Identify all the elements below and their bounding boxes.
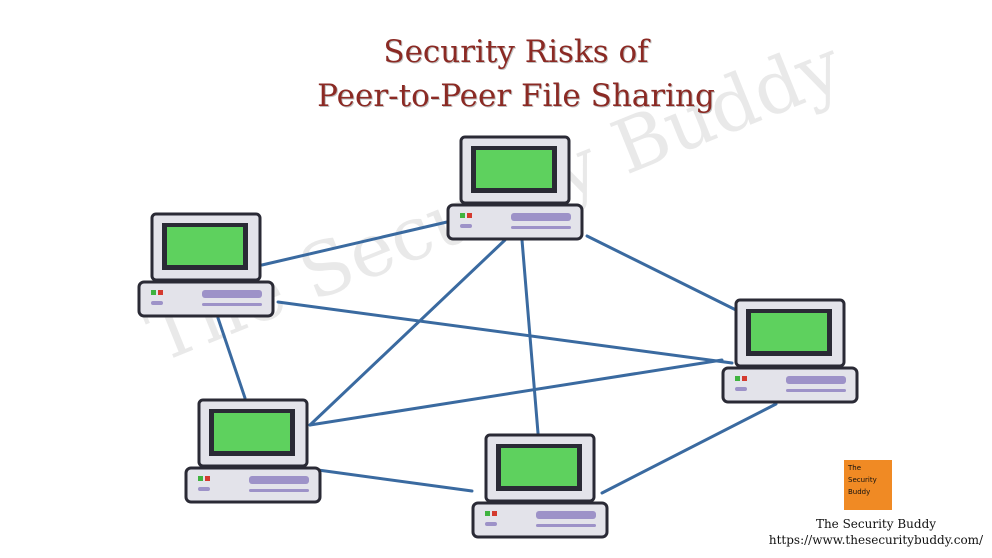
drive-slot <box>536 511 596 519</box>
pc-bottom-left-computer <box>184 398 322 504</box>
links <box>216 220 778 495</box>
activity-led-icon <box>158 290 163 295</box>
link-pc-top-pc-bottom-left <box>308 238 507 427</box>
drive-slot-2 <box>536 524 596 527</box>
button-slot <box>460 224 472 228</box>
activity-led-icon <box>742 376 747 381</box>
drive-slot <box>202 290 262 298</box>
button-slot <box>485 522 497 526</box>
screen <box>476 150 552 188</box>
drive-slot <box>249 476 309 484</box>
base-unit <box>446 203 584 241</box>
link-pc-left-pc-bottom-left <box>216 316 247 400</box>
title-line-2: Peer-to-Peer File Sharing <box>317 78 715 114</box>
brand-name: The Security Buddy <box>815 517 937 531</box>
link-pc-bottom-left-pc-right <box>308 358 724 427</box>
base-unit <box>721 366 859 404</box>
activity-led-icon <box>205 476 210 481</box>
link-pc-bottom-center-pc-right <box>600 402 778 495</box>
logo-line-1: The <box>848 464 862 472</box>
brand-logo: The Security Buddy <box>844 460 892 510</box>
drive-slot <box>786 376 846 384</box>
power-led-icon <box>151 290 156 295</box>
logo-line-2: Security <box>848 476 877 484</box>
pc-bottom-center-computer <box>471 433 609 539</box>
logo-line-3: Buddy <box>848 488 871 496</box>
base-unit <box>184 466 322 504</box>
drive-slot-2 <box>249 489 309 492</box>
diagram-title: Security Risks of Peer-to-Peer File Shar… <box>0 30 992 118</box>
nodes <box>137 135 859 539</box>
base-unit <box>471 501 609 539</box>
power-led-icon <box>198 476 203 481</box>
power-led-icon <box>460 213 465 218</box>
drive-slot-2 <box>511 226 571 229</box>
link-pc-left-pc-right <box>276 300 734 365</box>
brand-url[interactable]: https://www.thesecuritybuddy.com/ <box>768 533 984 547</box>
pc-left-computer <box>137 212 275 318</box>
button-slot <box>735 387 747 391</box>
link-pc-top-pc-right <box>585 234 740 313</box>
button-slot <box>151 301 163 305</box>
power-led-icon <box>485 511 490 516</box>
drive-slot <box>511 213 571 221</box>
drive-slot-2 <box>786 389 846 392</box>
pc-top-computer <box>446 135 584 241</box>
activity-led-icon <box>492 511 497 516</box>
screen <box>167 227 243 265</box>
brand-footer: The Security Buddy https://www.thesecuri… <box>760 516 992 548</box>
base-unit <box>137 280 275 318</box>
drive-slot-2 <box>202 303 262 306</box>
button-slot <box>198 487 210 491</box>
title-line-1: Security Risks of <box>383 34 649 70</box>
power-led-icon <box>735 376 740 381</box>
screen <box>214 413 290 451</box>
link-pc-bottom-left-pc-bottom-center <box>316 468 474 493</box>
pc-right-computer <box>721 298 859 404</box>
link-pc-top-pc-left <box>260 220 449 267</box>
activity-led-icon <box>467 213 472 218</box>
screen <box>751 313 827 351</box>
screen <box>501 448 577 486</box>
